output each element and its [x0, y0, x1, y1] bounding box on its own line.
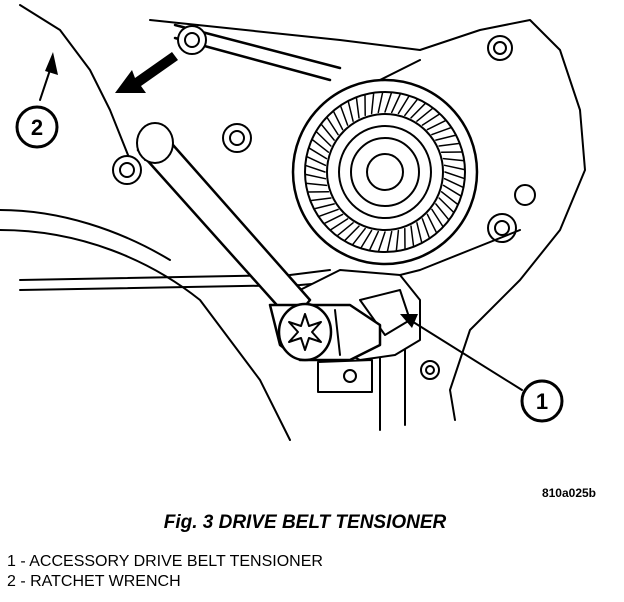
legend: 1 - ACCESSORY DRIVE BELT TENSIONER 2 - R… [7, 552, 323, 592]
pulley-rib [355, 97, 360, 119]
pulley-rib [435, 203, 450, 220]
pulley-rib [438, 197, 454, 213]
pulley-rib [310, 197, 332, 202]
pulley-rib [324, 213, 344, 224]
pulley-rib [386, 230, 393, 252]
pulley-rib [443, 177, 464, 188]
leader-line-2 [39, 69, 51, 101]
pulley-rib [360, 229, 373, 249]
pulley-rib [410, 225, 415, 247]
pulley-rib [306, 182, 328, 187]
pulley-rib [384, 92, 393, 113]
legend-item: 1 - ACCESSORY DRIVE BELT TENSIONER [7, 553, 323, 570]
engine-housing [149, 19, 586, 421]
pulley-rib [312, 139, 330, 153]
pulley-rib [435, 134, 456, 141]
pulley-rib [431, 208, 444, 227]
pulley-rib [316, 131, 332, 147]
pulley-rib [337, 222, 354, 237]
svg-text:1: 1 [536, 389, 548, 414]
pulley-rib [344, 225, 360, 241]
pulley-rib [352, 227, 366, 245]
pulley-rib [404, 99, 418, 117]
pulley-rib [333, 111, 344, 131]
pulley-rib [416, 107, 433, 122]
pulley-rib [305, 173, 327, 180]
pulley-rib [306, 156, 327, 167]
pulley-rib [431, 127, 452, 136]
pulley-rib [442, 184, 462, 197]
pulley-rib [308, 147, 328, 160]
legend-item: 2 - RATCHET WRENCH [7, 573, 181, 590]
pulley-rib [426, 213, 437, 233]
tensioner-pulley [291, 78, 479, 266]
pulley-rib [314, 203, 335, 210]
pulley-rib [442, 157, 464, 162]
drive-belt-tensioner-illustration: 1 2 [0, 4, 586, 441]
direction-arrow [115, 52, 178, 93]
ratchet-wrench [136, 122, 382, 362]
pulley-rib [421, 218, 430, 239]
leader-line-1 [409, 319, 523, 391]
svg-text:2: 2 [31, 115, 43, 140]
figure-reference-code: 810a025b [541, 486, 596, 500]
pulley-rib [395, 229, 400, 251]
pulley-rib [443, 164, 465, 171]
callout-1: 1 [520, 379, 564, 423]
pulley-rib [326, 117, 339, 136]
pulley-rib [440, 191, 458, 205]
pulley-rib [340, 105, 349, 126]
pulley-rib [416, 222, 423, 243]
pulley-rib [370, 93, 375, 115]
figure-caption: Fig. 3 DRIVE BELT TENSIONER [163, 512, 447, 533]
callout-2: 2 [15, 105, 59, 149]
pulley-rib [369, 230, 380, 251]
pulley-rib [377, 231, 386, 252]
pulley-rib [318, 208, 339, 217]
pulley-rib [377, 92, 384, 114]
mounting-bolt [177, 25, 207, 55]
mounting-bolt [112, 155, 142, 185]
pulley-rib [438, 142, 460, 147]
pulley-rib [421, 113, 440, 126]
pulley-rib [390, 93, 401, 114]
pulley-rib [410, 103, 426, 119]
pulley-rib [444, 171, 465, 180]
pulley-rib [305, 164, 326, 173]
pulley-rib [347, 101, 354, 122]
pulley-rib [330, 218, 349, 231]
pulley-rib [426, 120, 446, 131]
mounting-bolt [222, 123, 252, 153]
pulley-rib [397, 95, 410, 115]
pulley-rib [320, 124, 335, 141]
